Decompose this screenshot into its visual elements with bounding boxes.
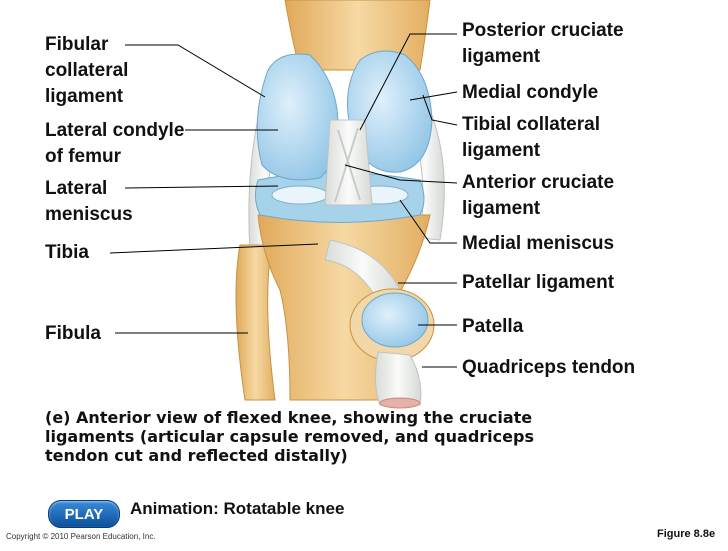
leader-lines [109,33,458,368]
label-anterior-cruciate-ligament: Anterior cruciate ligament [462,172,615,219]
label-patella: Patella [462,316,524,337]
animation-link[interactable]: Animation: Rotatable knee [130,499,345,518]
label-lateral-meniscus: Lateral meniscus [45,178,133,225]
play-button[interactable]: PLAY [48,500,120,528]
figure-number: Figure 8.8e [657,528,716,540]
label-posterior-cruciate-ligament: Posterior cruciate ligament [462,20,624,67]
quadriceps-tendon [374,351,422,406]
label-patellar-ligament: Patellar ligament [462,272,615,293]
label-fibular-collateral-ligament: Fibular collateral ligament [45,34,129,107]
label-tibia: Tibia [45,242,89,263]
lateral-condyle [256,53,339,181]
copyright-text: Copyright © 2010 Pearson Education, Inc. [6,532,156,541]
label-medial-condyle: Medial condyle [462,82,599,103]
label-fibula: Fibula [45,323,101,344]
fibula-bone [235,244,276,401]
label-tibial-collateral-ligament: Tibial collateral ligament [462,114,600,161]
label-quadriceps-tendon: Quadriceps tendon [462,357,636,378]
label-lateral-condyle: Lateral condyle of femur [45,120,185,167]
label-medial-meniscus: Medial meniscus [462,233,615,254]
figure-caption: (e) Anterior view of flexed knee, showin… [45,408,534,465]
